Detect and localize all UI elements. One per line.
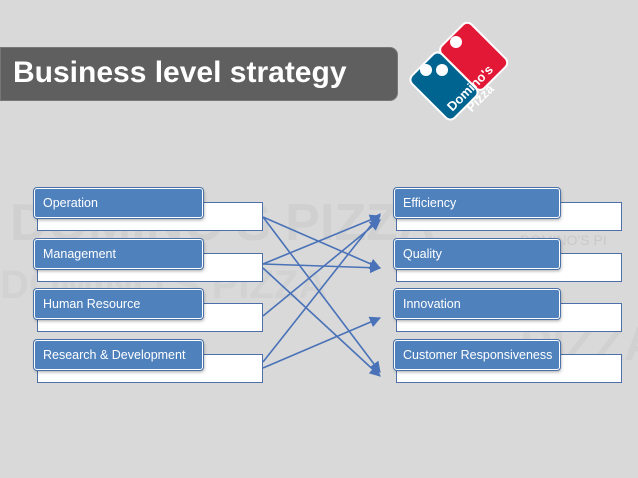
arrow-operation-to-quality <box>262 216 382 270</box>
right-box-label: Innovation <box>403 297 461 311</box>
right-box-label: Customer Responsiveness <box>403 348 553 362</box>
arrow-research-to-efficiency <box>262 213 381 363</box>
right-box-label: Quality <box>403 247 442 261</box>
right-box-quality: Quality <box>394 239 560 269</box>
left-box-label: Management <box>43 247 116 261</box>
arrow-operation-to-customer-responsiveness <box>262 216 381 373</box>
arrow-human-resource-to-efficiency <box>262 219 381 317</box>
slide-title: Business level strategy <box>13 56 347 89</box>
arrow-management-to-quality <box>262 262 382 274</box>
arrow-management-to-customer-responsiveness <box>262 267 381 377</box>
arrow-research-to-innovation <box>262 316 382 369</box>
logo-dot-3 <box>450 36 462 48</box>
left-box-human-resource: Human Resource <box>34 289 203 319</box>
title-bar: Business level strategy <box>0 47 398 101</box>
dominos-logo: Domino's Pizza <box>409 22 508 121</box>
right-box-innovation: Innovation <box>394 289 560 319</box>
right-box-label: Efficiency <box>403 196 457 210</box>
left-box-management: Management <box>34 239 203 269</box>
logo-dot-2 <box>436 64 448 76</box>
right-box-customer-responsiveness: Customer Responsiveness <box>394 340 560 370</box>
arrow-management-to-efficiency <box>262 214 382 265</box>
left-box-label: Research & Development <box>43 348 186 362</box>
left-box-label: Operation <box>43 196 98 210</box>
left-box-operation: Operation <box>34 188 203 218</box>
right-box-efficiency: Efficiency <box>394 188 560 218</box>
left-box-research-development: Research & Development <box>34 340 203 370</box>
left-box-label: Human Resource <box>43 297 141 311</box>
logo-dot-1 <box>420 64 432 76</box>
